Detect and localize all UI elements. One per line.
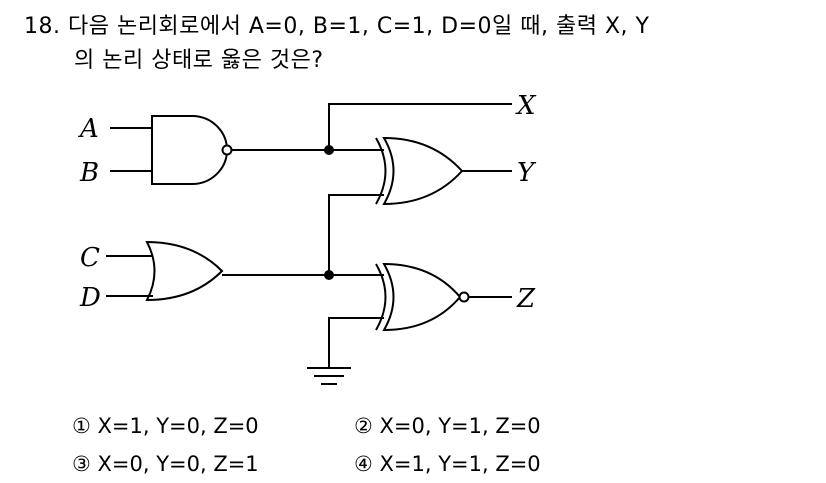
- junction-dot-top: [324, 145, 334, 155]
- xor-gate: [382, 136, 464, 206]
- xor-gate-back: [375, 137, 387, 205]
- xnor-gate: [382, 262, 462, 332]
- label-c: C: [80, 243, 100, 273]
- choice-3[interactable]: ③ X=0, Y=0, Z=1: [72, 452, 259, 476]
- label-z: Z: [516, 284, 536, 314]
- nand-gate: [151, 115, 228, 185]
- wire-to-xor-in2: [328, 194, 384, 275]
- question-line-1: 18. 다음 논리회로에서 A=0, B=1, C=1, D=0일 때, 출력 …: [24, 14, 650, 39]
- wire-to-ground: [328, 317, 384, 368]
- label-a: A: [78, 114, 99, 144]
- wire-to-x: [328, 103, 512, 150]
- xnor-gate-back: [375, 263, 387, 331]
- label-b: B: [79, 158, 99, 188]
- label-d: D: [79, 283, 101, 313]
- nand-bubble: [221, 144, 233, 156]
- choice-4[interactable]: ④ X=1, Y=1, Z=0: [354, 452, 541, 476]
- question-line-2: 의 논리 상태로 옳은 것은?: [74, 48, 324, 73]
- label-x: X: [515, 91, 537, 121]
- junction-dot-bottom: [324, 270, 334, 280]
- or-gate: [145, 240, 224, 302]
- choice-1[interactable]: ① X=1, Y=0, Z=0: [72, 414, 259, 438]
- label-y: Y: [517, 158, 537, 188]
- choice-2[interactable]: ② X=0, Y=1, Z=0: [354, 414, 541, 438]
- xnor-bubble: [458, 291, 470, 303]
